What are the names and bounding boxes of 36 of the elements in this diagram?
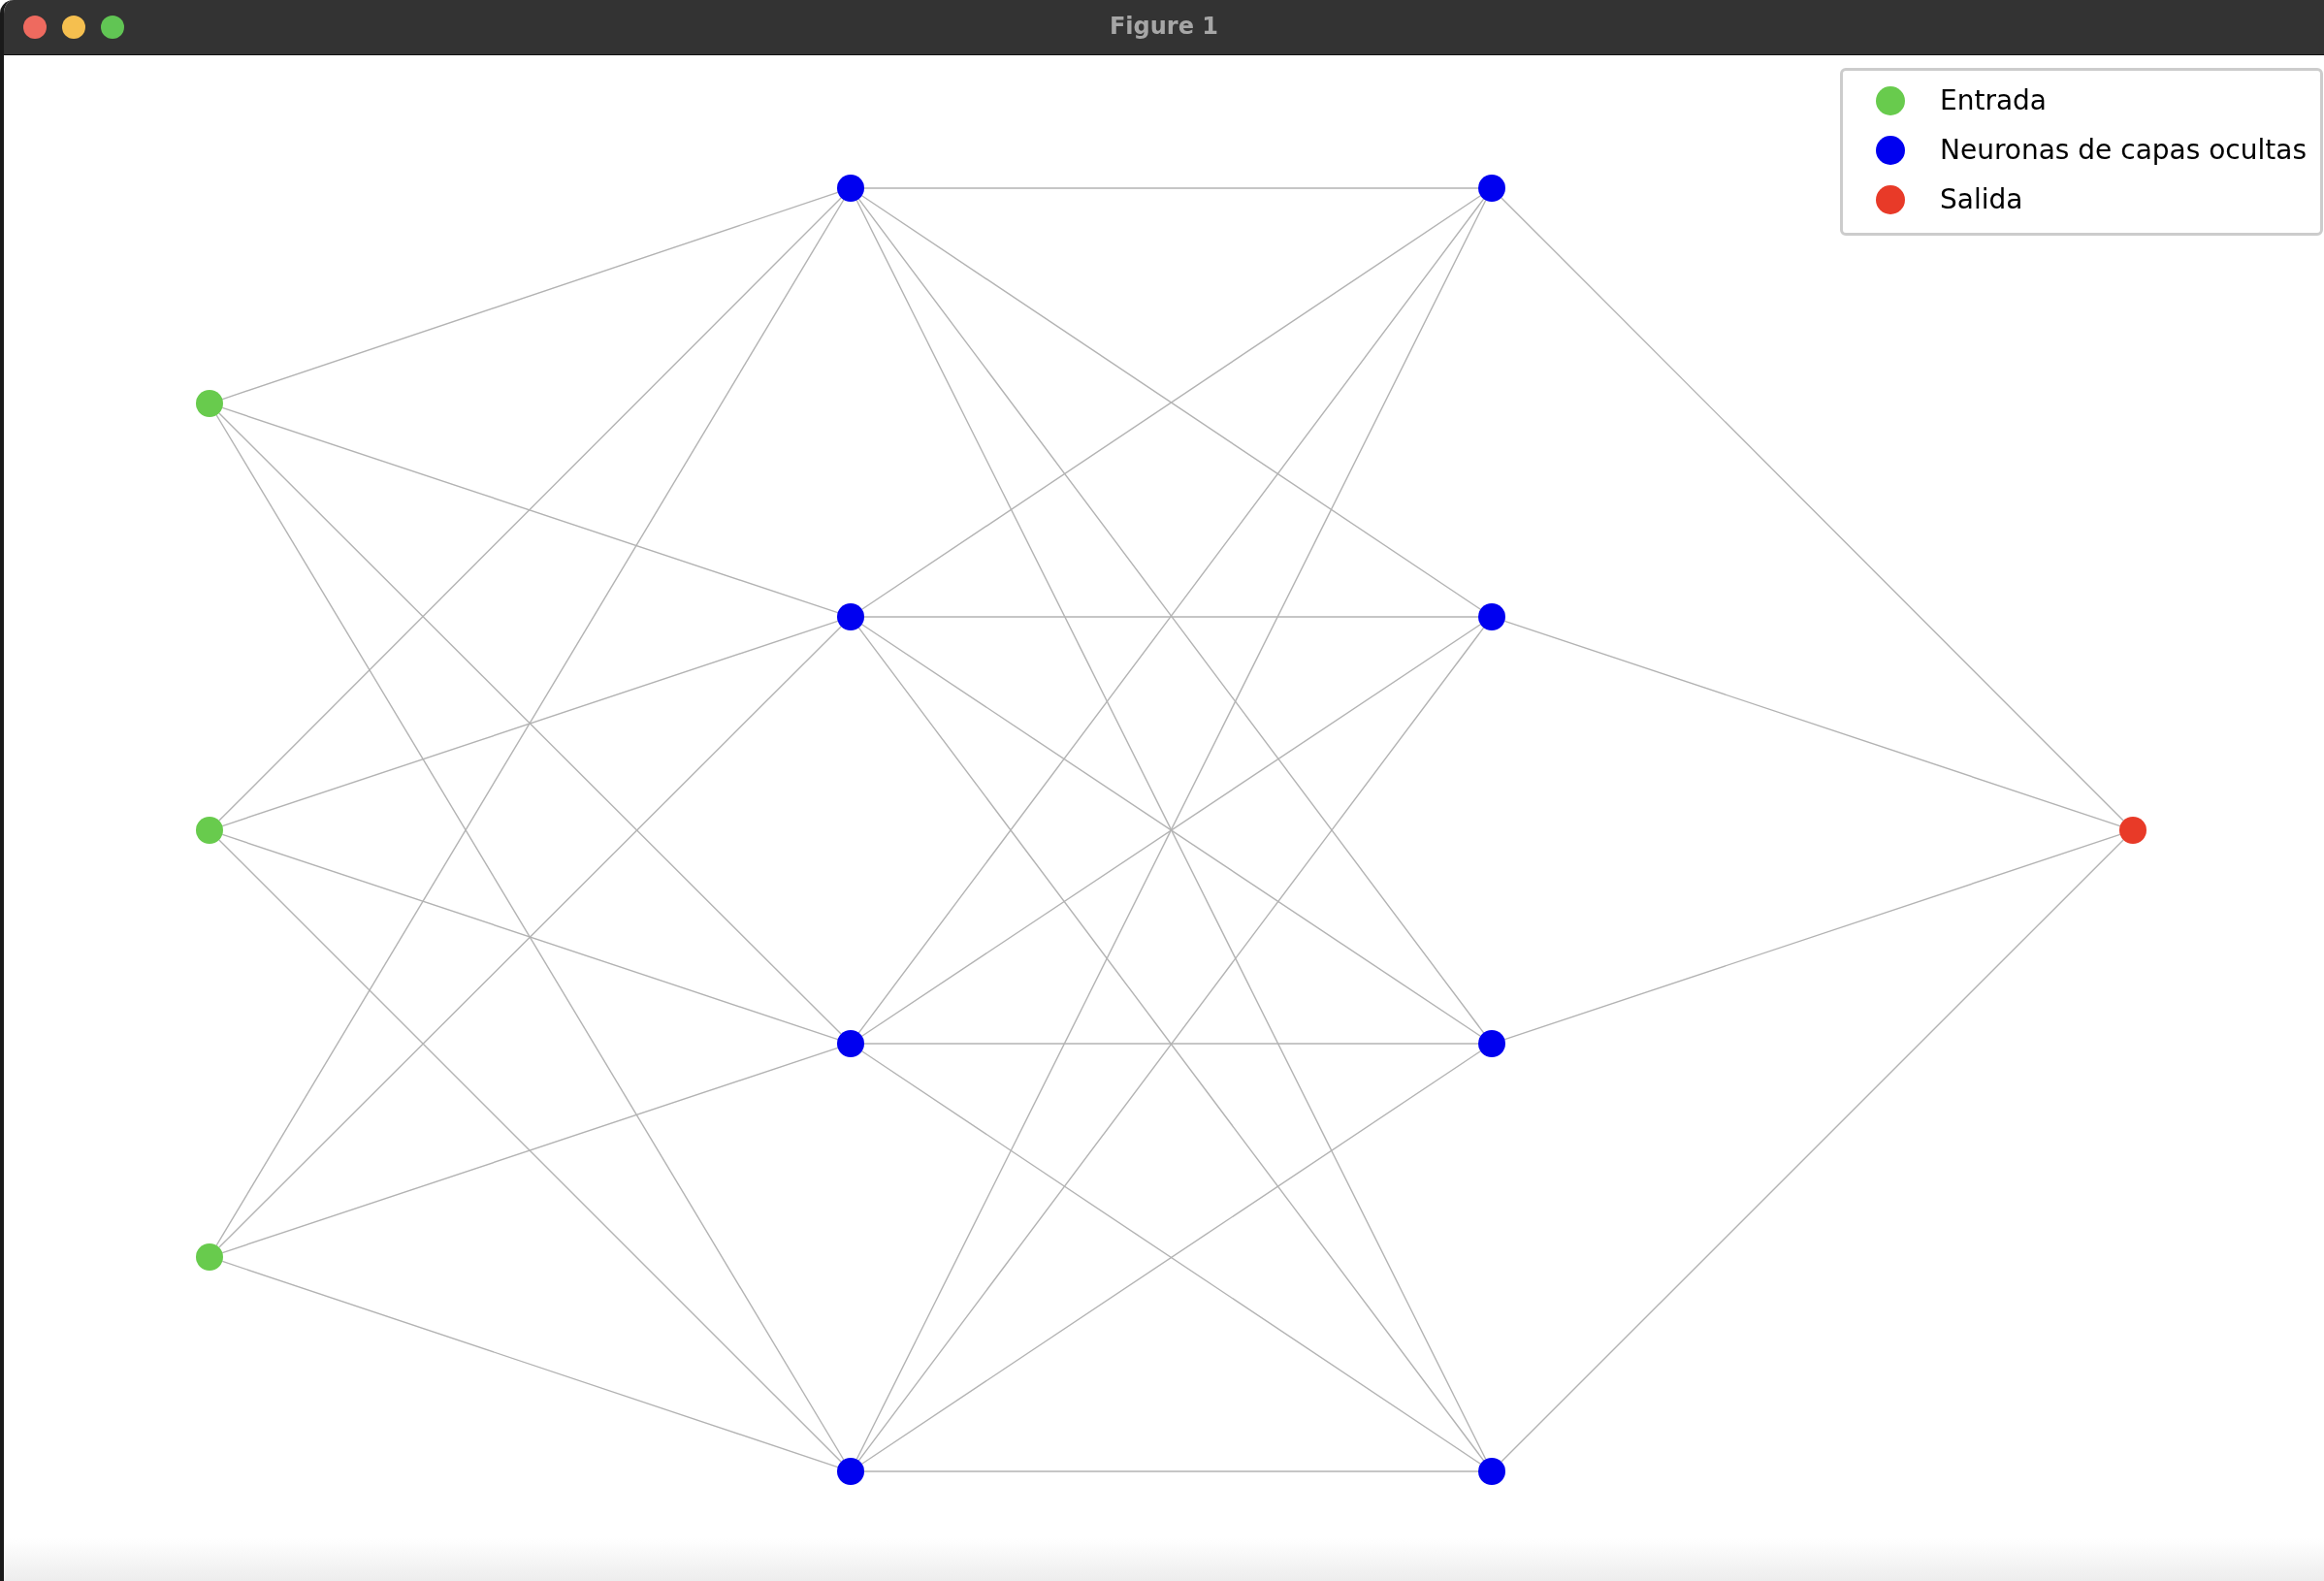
connection-line [221,191,839,401]
connection-line [863,187,1479,189]
input-neuron [196,817,223,844]
hidden-neuron [837,1458,864,1485]
hidden-neuron [837,175,864,202]
connection-line [221,406,839,614]
connection-line [863,1470,1479,1472]
output-neuron [2119,817,2146,844]
connection-line [215,199,845,1246]
connection-line [221,1047,839,1254]
hidden-neuron [837,1030,864,1057]
legend-label: Salida [1940,182,2023,217]
connection-line [218,412,842,1035]
input-neuron [196,390,223,417]
hidden-neuron [1478,603,1505,630]
hidden-neuron [1478,1030,1505,1057]
connection-line [221,1260,839,1468]
legend-label: Entrada [1940,83,2048,118]
connection-line [1501,197,2124,822]
connection-line [863,1043,1479,1045]
connection-line [1503,833,2121,1041]
connection-line [1503,620,2121,827]
connection-line [218,197,842,822]
hidden-neuron [1478,1458,1505,1485]
window-title: Figure 1 [1109,12,1219,41]
hidden-neuron [837,603,864,630]
input-neuron [196,1243,223,1271]
connection-line [863,616,1479,618]
connection-line [218,839,842,1463]
legend-label: Neuronas de capas ocultas [1940,133,2307,168]
connection-line [221,833,839,1041]
connection-line [221,620,839,827]
connection-line [215,414,845,1461]
hidden-neuron [1478,175,1505,202]
connection-line [1501,839,2124,1463]
connection-line [218,626,842,1248]
